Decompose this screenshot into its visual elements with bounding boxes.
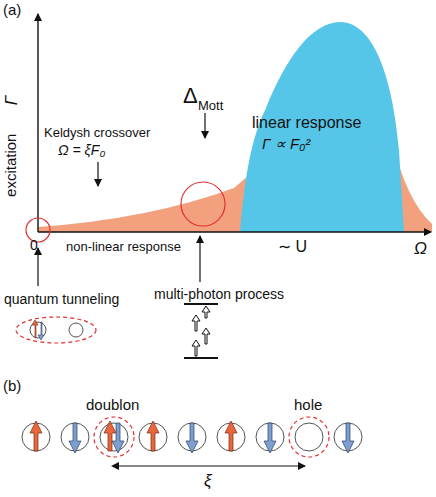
photon-arrow (202, 328, 210, 344)
y-axis (37, 14, 38, 232)
spin-up-arrow (225, 421, 237, 451)
annotation: quantum tunneling (4, 292, 119, 307)
region-label: linear response (252, 114, 361, 132)
spin-down-arrow (264, 423, 276, 453)
annotation: multi-photon process (154, 287, 284, 302)
region-label: non-linear response (66, 240, 181, 254)
spin-up-arrow (30, 421, 42, 451)
linear-response-dome (240, 22, 404, 232)
dashed-marker (289, 417, 329, 457)
site-label: hole (294, 397, 322, 414)
photon-arrow (192, 315, 200, 331)
panel-letter: (a) (3, 2, 21, 19)
axis-tick: ∼ U (278, 238, 307, 256)
length-symbol: ξ (204, 472, 212, 491)
spin-down-arrow (112, 423, 124, 453)
site-circle (69, 323, 83, 337)
pointer-arrow (37, 248, 38, 286)
site-label: doublon (86, 397, 139, 414)
panel-letter: (b) (3, 378, 21, 395)
pointer-arrow (97, 162, 98, 186)
spin-down-arrow (186, 423, 198, 453)
photon-arrow (202, 306, 210, 318)
spin-up-arrow (147, 421, 159, 451)
axis-symbol: Γ (3, 95, 22, 105)
nonlinear-region (38, 176, 252, 232)
spin-up-arrow (32, 320, 38, 338)
highlight-circle (26, 218, 50, 242)
pointer-arrow (199, 236, 200, 282)
axis-title: excitation (4, 133, 21, 196)
x-axis (38, 231, 431, 232)
highlight-circle (181, 182, 225, 226)
spin-chain (22, 417, 362, 457)
axis-origin: 0 (30, 238, 38, 253)
photon-arrow (192, 340, 200, 356)
axis-title: Ω (414, 240, 427, 259)
photon-arrows (192, 306, 210, 356)
tunneling-ellipse (16, 317, 96, 343)
site-circle (100, 423, 128, 451)
site-circle (295, 423, 323, 451)
level-bar (184, 303, 218, 305)
annotation: Keldysh crossover (44, 126, 150, 140)
spin-up-arrow (104, 421, 116, 451)
annotation: Ω = ξF₀ (58, 143, 105, 158)
gap-symbol: Δ (183, 84, 198, 108)
region-formula: Γ ∝ F₀² (262, 136, 310, 153)
dashed-marker (94, 417, 134, 457)
spin-down-arrow (342, 423, 354, 453)
spin-down-arrow (69, 423, 81, 453)
level-bar (184, 357, 218, 359)
spin-down-arrow (38, 322, 44, 340)
pointer-arrow (204, 113, 205, 138)
length-arrow (118, 465, 305, 466)
gap-subscript: Mott (198, 99, 223, 113)
